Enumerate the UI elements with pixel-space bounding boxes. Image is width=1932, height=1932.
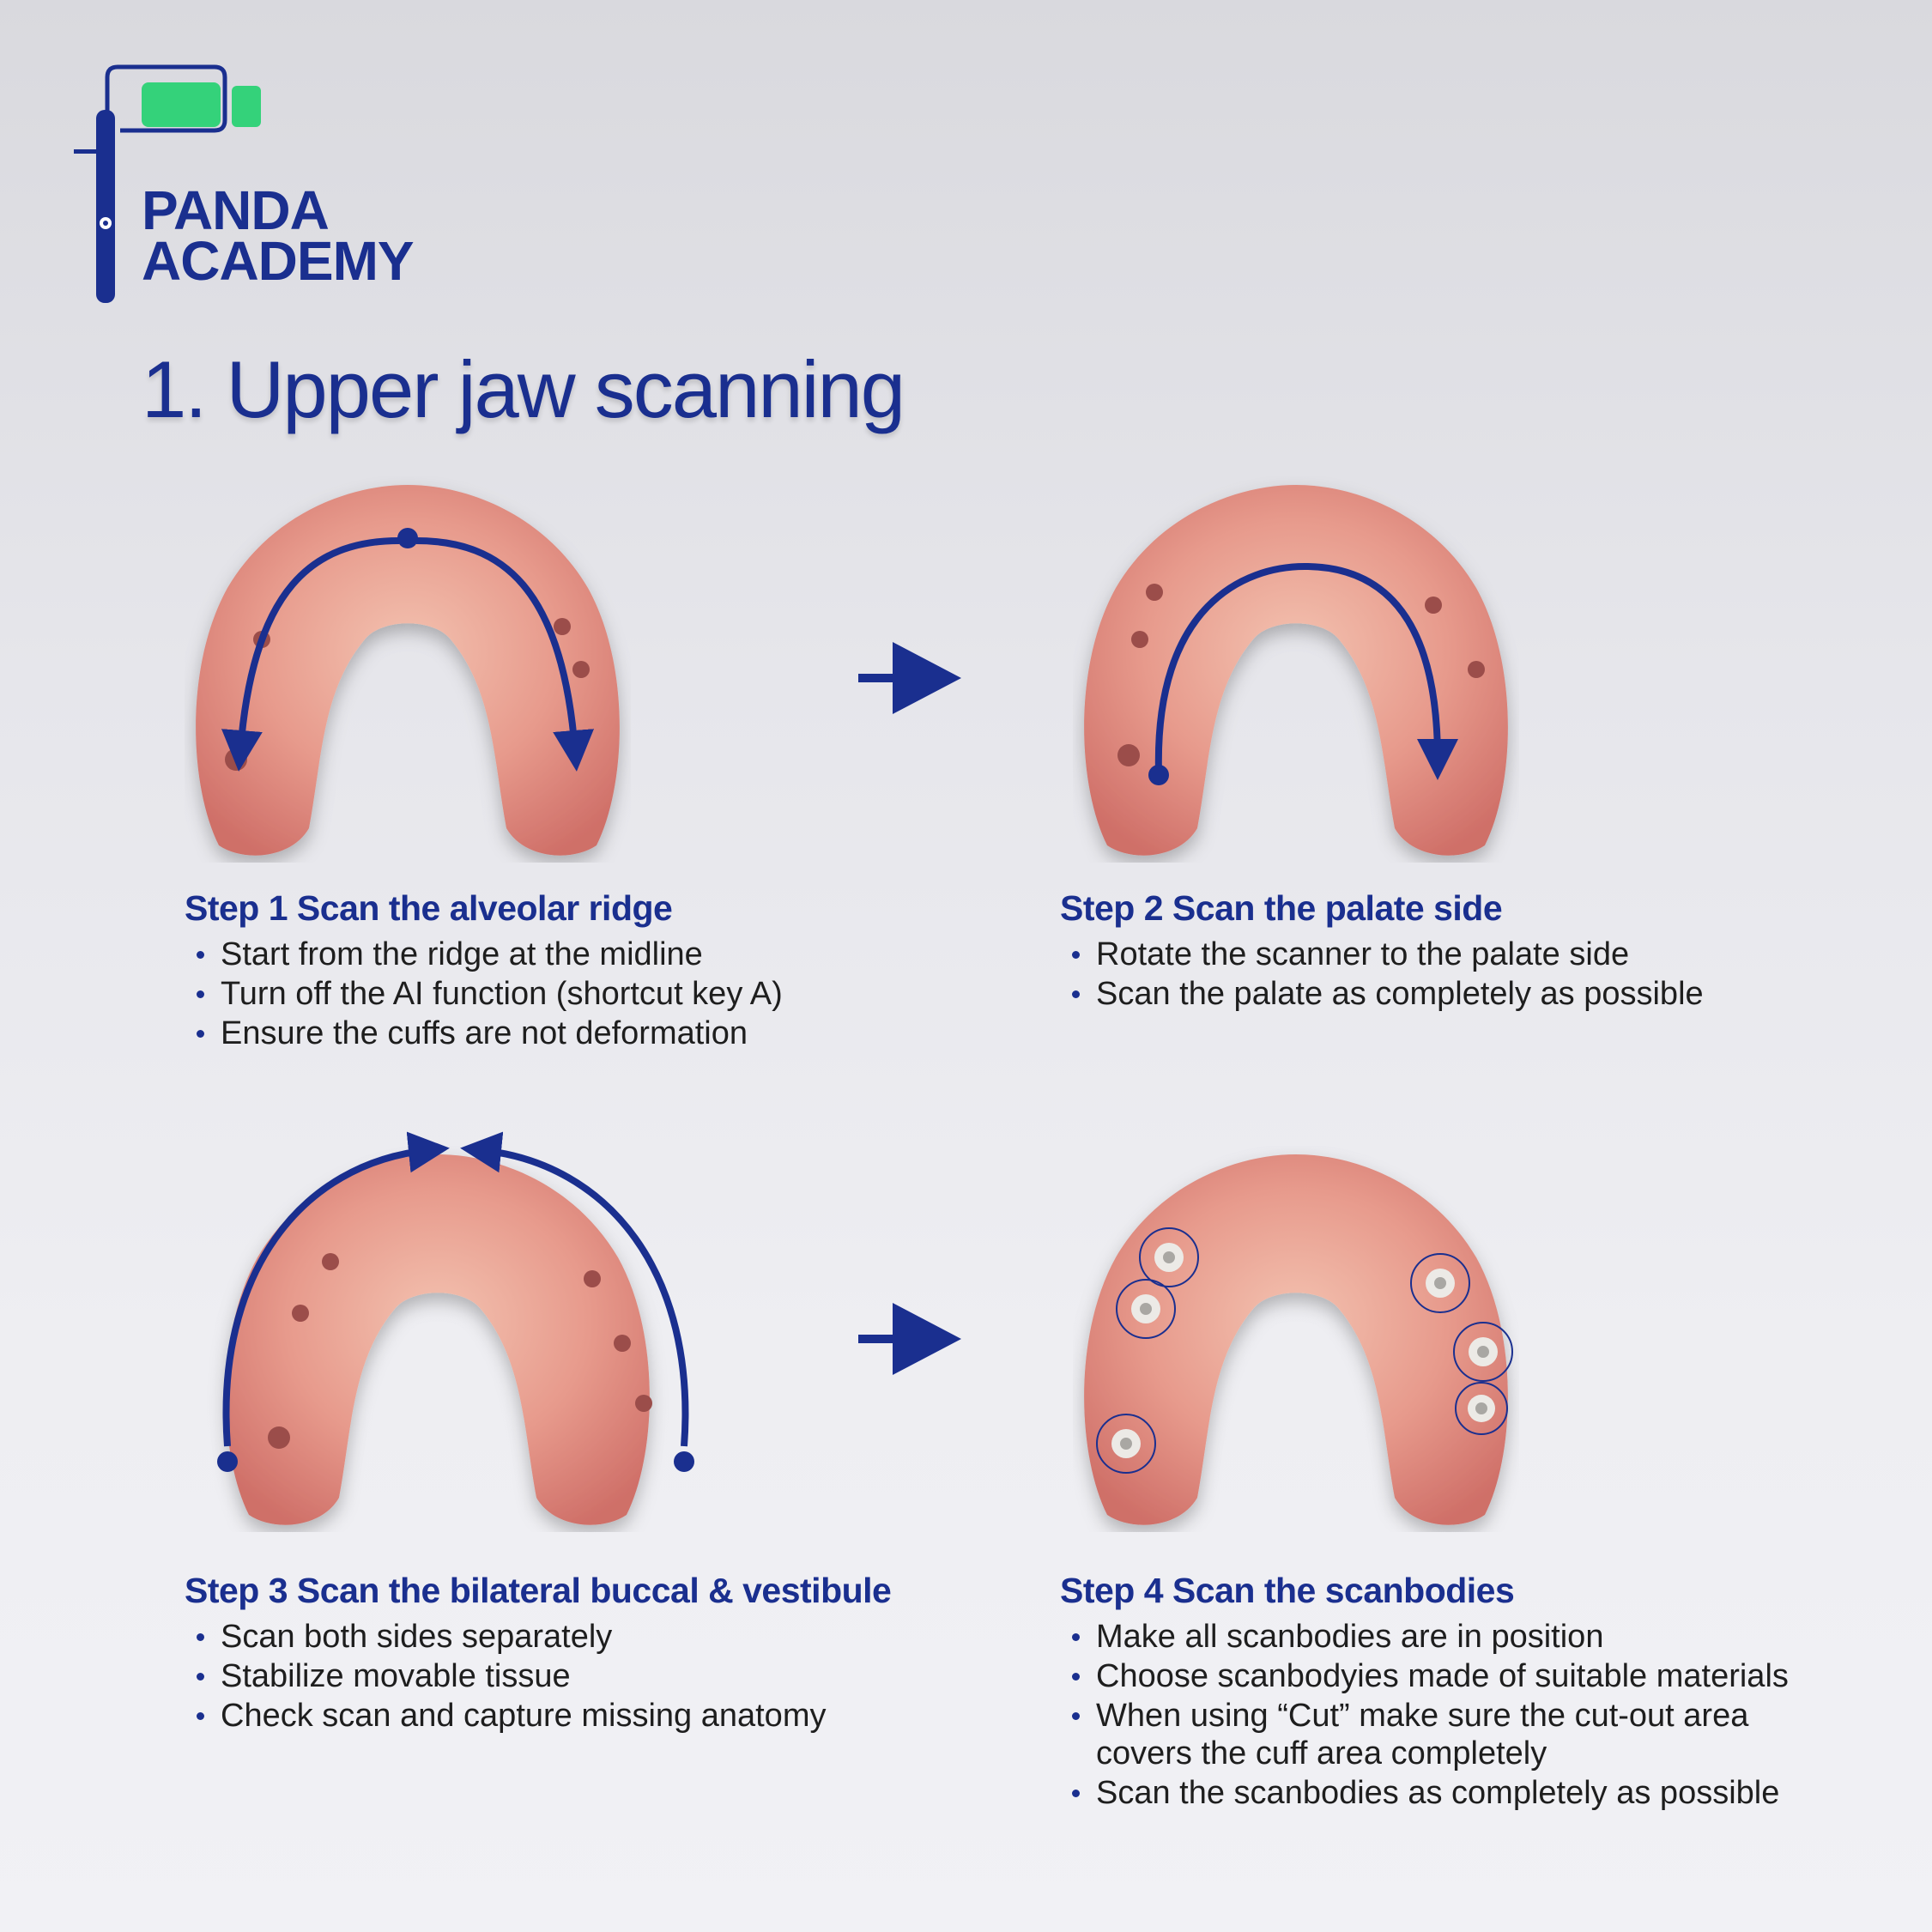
intraoral-scanner-battery-icon	[74, 64, 261, 303]
bullet-item: Check scan and capture missing anatomy	[185, 1697, 1043, 1735]
scan-start-dot-right	[674, 1451, 694, 1472]
bullet-item: Stabilize movable tissue	[185, 1657, 1043, 1695]
scanbody-markers	[1096, 1227, 1513, 1474]
step-4-block: Step 4 Scan the scanbodies Make all scan…	[1060, 1571, 1918, 1814]
brand-name-line-1: PANDA	[142, 179, 330, 241]
bullet-item: Ensure the cuffs are not deformation	[185, 1014, 1043, 1052]
scan-start-dot	[1148, 765, 1169, 785]
upper-jaw-model	[1084, 485, 1508, 856]
scan-path-left-arrow	[222, 1131, 450, 1447]
arrow-right-icon	[854, 635, 966, 721]
panda-academy-logo	[69, 60, 463, 309]
bullet-item: Scan the scanbodies as completely as pos…	[1060, 1774, 1918, 1812]
upper-jaw-model	[1084, 1154, 1508, 1525]
step-1-block: Step 1 Scan the alveolar ridge Start fro…	[185, 888, 1043, 1054]
bullet-item: Make all scanbodies are in position	[1060, 1618, 1918, 1656]
bullet-item: Start from the ridge at the midline	[185, 936, 1043, 973]
bullet-item: When using “Cut” make sure the cut-out a…	[1060, 1697, 1834, 1772]
arrow-right-icon	[854, 1296, 966, 1382]
step-1-title: Step 1 Scan the alveolar ridge	[185, 888, 673, 928]
step-4-title: Step 4 Scan the scanbodies	[1060, 1571, 1515, 1610]
step-2-block: Step 2 Scan the palate side Rotate the s…	[1060, 888, 1918, 1014]
step-3-block: Step 3 Scan the bilateral buccal & vesti…	[185, 1571, 1043, 1736]
step-1-bullets: Start from the ridge at the midline Turn…	[185, 936, 1043, 1052]
step-3-bullets: Scan both sides separately Stabilize mov…	[185, 1618, 1043, 1735]
bullet-item: Scan the palate as completely as possibl…	[1060, 975, 1918, 1013]
scan-start-dot-left	[217, 1451, 238, 1472]
page-title: 1. Upper jaw scanning	[142, 344, 905, 434]
scan-start-dot	[397, 528, 418, 548]
bullet-item: Scan both sides separately	[185, 1618, 1043, 1656]
scan-path-right-arrow	[460, 1131, 689, 1447]
jaw-image-step-3	[197, 1146, 652, 1532]
scan-path-palate-arrow	[1154, 562, 1458, 780]
scan-path-right-arrow	[415, 537, 595, 772]
jaw-image-step-4	[1073, 1146, 1519, 1532]
jaw-image-step-2	[1073, 476, 1519, 863]
bullet-item: Rotate the scanner to the palate side	[1060, 936, 1918, 973]
upper-jaw-model	[226, 1154, 650, 1525]
jaw-image-step-1	[185, 476, 631, 863]
step-2-bullets: Rotate the scanner to the palate side Sc…	[1060, 936, 1918, 1013]
brand-name-line-2: ACADEMY	[142, 230, 415, 292]
bullet-item: Turn off the AI function (shortcut key A…	[185, 975, 1043, 1013]
bilateral-scan-arrows	[217, 1131, 694, 1472]
step-4-bullets: Make all scanbodies are in position Choo…	[1060, 1618, 1918, 1812]
bullet-item: Choose scanbodyies made of suitable mate…	[1060, 1657, 1918, 1695]
scan-path-left-arrow	[221, 537, 400, 772]
step-2-title: Step 2 Scan the palate side	[1060, 888, 1503, 928]
step-3-title: Step 3 Scan the bilateral buccal & vesti…	[185, 1571, 892, 1610]
